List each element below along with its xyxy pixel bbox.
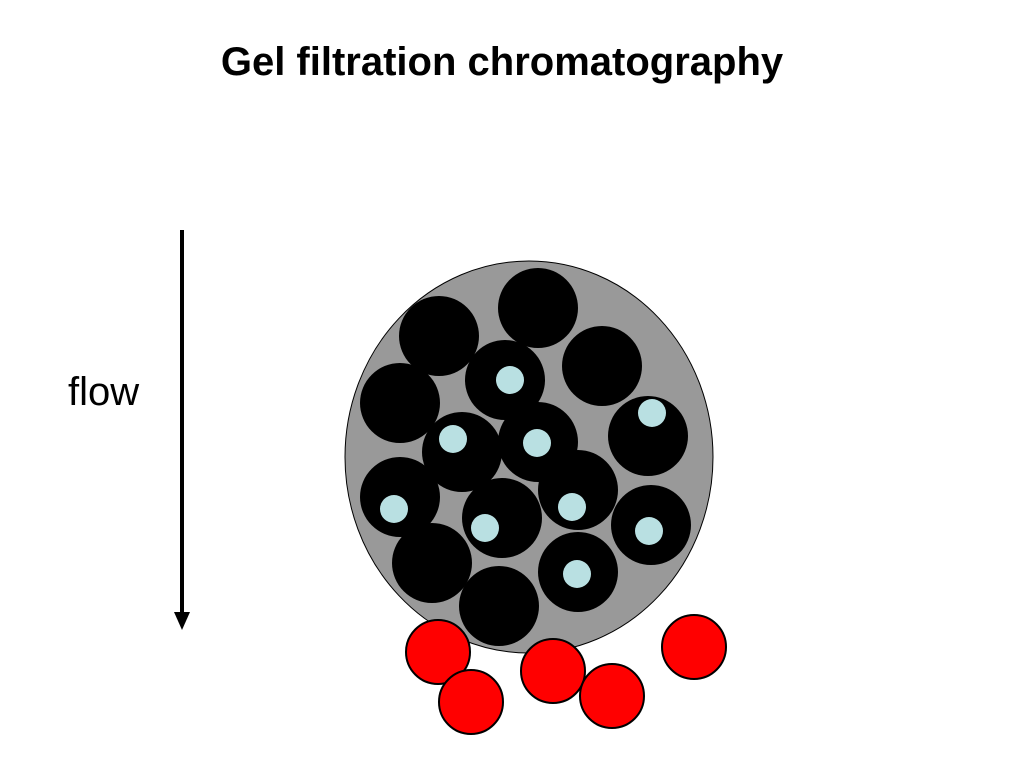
large-molecule (405, 619, 471, 685)
porous-beads (360, 268, 691, 646)
small-molecule (558, 493, 586, 521)
large-molecule (438, 669, 504, 735)
large-molecules (405, 614, 727, 735)
bead (538, 450, 618, 530)
bead (399, 296, 479, 376)
bead (462, 478, 542, 558)
small-molecule (471, 514, 499, 542)
small-molecule (496, 366, 524, 394)
small-molecule (638, 399, 666, 427)
small-molecule (635, 517, 663, 545)
small-molecules (380, 366, 666, 588)
bead (392, 523, 472, 603)
small-molecule (523, 429, 551, 457)
bead (360, 363, 440, 443)
small-molecule (439, 425, 467, 453)
large-molecule (661, 614, 727, 680)
bead (498, 268, 578, 348)
slide-title: Gel filtration chromatography (220, 40, 784, 84)
bead (608, 396, 688, 476)
small-molecule (380, 495, 408, 523)
flow-label: flow (68, 370, 140, 414)
bead (459, 566, 539, 646)
large-molecule (579, 663, 645, 729)
bead (562, 326, 642, 406)
flow-arrow (174, 230, 190, 630)
small-molecule (563, 560, 591, 588)
large-molecule (520, 638, 586, 704)
